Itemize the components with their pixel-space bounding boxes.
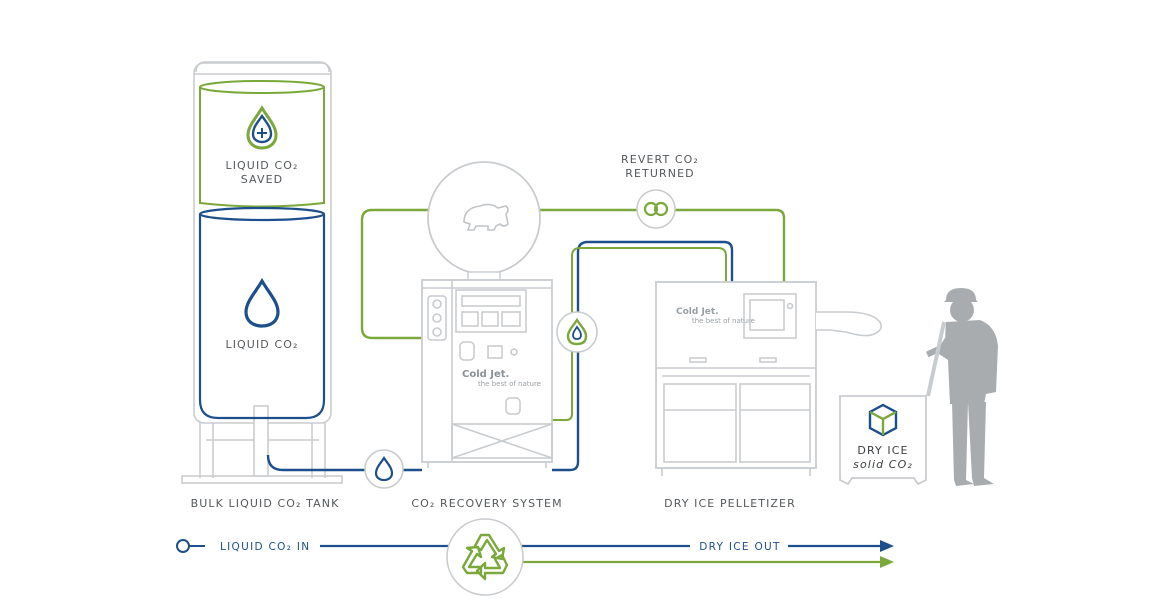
dry-ice-pelletizer: Cold Jet. the best of nature bbox=[655, 281, 882, 476]
liquid-co2-saved-section: LIQUID CO₂ SAVED bbox=[199, 80, 325, 208]
tank-caption: BULK LIQUID CO₂ TANK bbox=[191, 497, 340, 510]
liquid-feed-node bbox=[364, 449, 404, 489]
pelletizer-tagline: the best of nature bbox=[692, 317, 755, 325]
cube-icon bbox=[868, 403, 898, 437]
revert-label-line2: RETURNED bbox=[625, 167, 694, 180]
pelletizer-caption: DRY ICE PELLETIZER bbox=[664, 497, 796, 510]
recycle-icon bbox=[461, 533, 509, 581]
co2-transfer-pipe bbox=[552, 240, 734, 472]
dry-ice-out-label: DRY ICE OUT bbox=[699, 541, 781, 553]
co2-transfer-node bbox=[556, 311, 598, 353]
revert-label-line1: REVERT CO₂ bbox=[621, 153, 699, 166]
bear-logo-icon bbox=[463, 203, 509, 231]
recycle-node bbox=[446, 518, 524, 596]
flow-legend: LIQUID CO₂ IN DRY ICE OUT bbox=[176, 518, 894, 596]
saved-label-line1: LIQUID CO₂ bbox=[225, 159, 298, 172]
recovery-brand: Cold Jet. bbox=[462, 369, 509, 380]
revert-co2-pipe bbox=[360, 208, 786, 340]
liquid-co2-in-label: LIQUID CO₂ IN bbox=[220, 541, 310, 553]
dry-ice-label-line1: DRY ICE bbox=[857, 444, 908, 457]
recovery-tagline: the best of nature bbox=[478, 380, 541, 388]
droplet-plus-icon bbox=[246, 105, 278, 150]
droplet-icon bbox=[566, 317, 588, 346]
flow-start-icon bbox=[176, 539, 190, 553]
liquid-co2-label: LIQUID CO₂ bbox=[225, 338, 298, 351]
pelletizer-brand: Cold Jet. bbox=[676, 307, 719, 317]
liquid-co2-section: LIQUID CO₂ bbox=[198, 206, 326, 420]
droplet-icon bbox=[374, 456, 394, 482]
revert-co2-node bbox=[636, 189, 676, 229]
saved-label-line2: SAVED bbox=[241, 173, 283, 186]
droplet-icon bbox=[244, 277, 280, 328]
dry-ice-box: DRY ICE solid CO₂ bbox=[839, 395, 927, 486]
worker-figure bbox=[925, 288, 998, 486]
dry-ice-label-line2: solid CO₂ bbox=[853, 458, 913, 471]
infinity-icon bbox=[643, 201, 669, 217]
liquid-feed-pipe bbox=[266, 454, 422, 472]
bulk-liquid-co2-tank: LIQUID CO₂ SAVED LIQUID CO₂ bbox=[181, 61, 343, 484]
co2-recovery-system: Cold Jet. the best of nature bbox=[421, 161, 553, 468]
recovery-caption: CO₂ RECOVERY SYSTEM bbox=[411, 497, 562, 510]
co2-transfer-pipe-green bbox=[552, 247, 727, 421]
